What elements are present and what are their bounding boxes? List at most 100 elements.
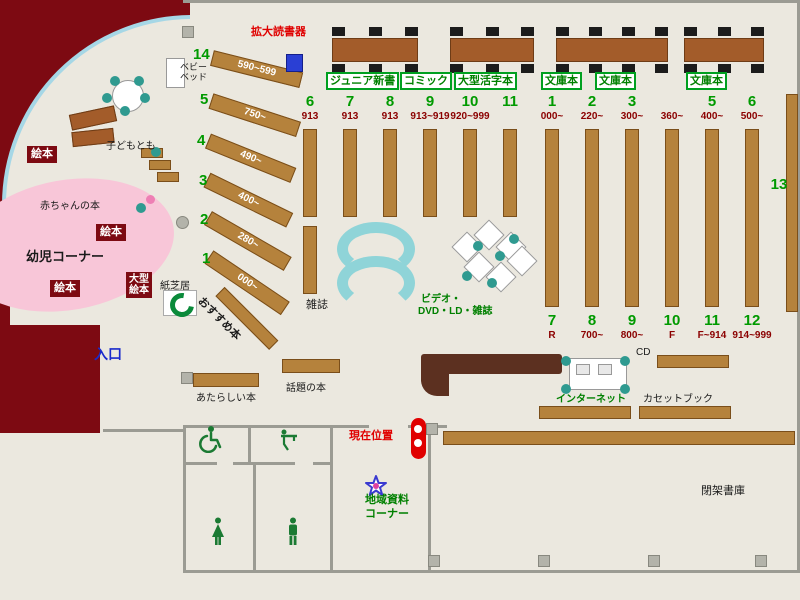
wall-bottom-left-block xyxy=(0,325,100,433)
fiction-number: 6 xyxy=(305,93,315,110)
local-materials-line2: コーナー xyxy=(365,508,409,520)
mens-toilet-icon xyxy=(289,517,297,545)
reading-table xyxy=(332,38,418,62)
chair xyxy=(589,64,602,73)
chair-dot xyxy=(134,76,144,86)
wall xyxy=(248,425,251,465)
fiction-range: 913 xyxy=(341,111,359,122)
womens-toilet-icon xyxy=(212,517,224,545)
wall xyxy=(183,425,333,428)
nonfiction-top-range: 400~ xyxy=(700,111,724,122)
reading-arc-table xyxy=(337,222,415,276)
chair xyxy=(405,27,418,36)
nonfiction-bottom-range: R xyxy=(548,330,556,341)
fiction-range: 913 xyxy=(301,111,319,122)
pillar xyxy=(181,372,193,384)
chair xyxy=(405,64,418,73)
chair xyxy=(521,27,534,36)
current-location-label: 現在位置 xyxy=(349,430,393,442)
pillar xyxy=(538,555,550,567)
fiction-number: 9 xyxy=(425,93,435,110)
fiction-shelf xyxy=(303,129,317,217)
baby-care-icon xyxy=(281,429,297,451)
chair-dot xyxy=(140,93,150,103)
nonfiction-bottom-range: F xyxy=(668,330,676,341)
category-label: 文庫本 xyxy=(595,72,636,90)
pillar xyxy=(182,26,194,38)
nonfiction-top-range: 360~ xyxy=(660,111,684,122)
nonfiction-bottom-number: 11 xyxy=(704,312,720,329)
wall xyxy=(313,462,333,465)
wall xyxy=(183,462,217,465)
chair xyxy=(369,27,382,36)
chair xyxy=(718,64,731,73)
chair xyxy=(556,64,569,73)
fiction-number: 7 xyxy=(345,93,355,110)
chair xyxy=(751,27,764,36)
baby-bed-label: ベビー ベッド xyxy=(180,62,207,82)
nonfiction-top-number: 3 xyxy=(627,93,637,110)
shelf-13-number: 13 xyxy=(770,176,788,193)
entrance-label: 入口 xyxy=(94,346,122,362)
cassette-shelf xyxy=(539,406,631,419)
large-picture-books-line2: 絵本 xyxy=(129,285,149,296)
wall xyxy=(797,0,800,573)
fiction-shelf xyxy=(343,129,357,217)
fiction-shelf xyxy=(383,129,397,217)
current-location-marker-dot xyxy=(414,425,422,433)
pillar xyxy=(426,423,438,435)
baby-books-label: 赤ちゃんの本 xyxy=(40,201,100,212)
new-books-label: あたらしい本 xyxy=(196,393,256,404)
fiction-range: 913 xyxy=(381,111,399,122)
diagonal-shelf-number: 2 xyxy=(200,211,209,228)
service-counter xyxy=(421,354,449,396)
wall xyxy=(431,425,447,428)
chair xyxy=(684,27,697,36)
category-label: 文庫本 xyxy=(541,72,582,90)
kids-step xyxy=(149,160,171,170)
pillar xyxy=(428,555,440,567)
long-wall-shelf xyxy=(443,431,795,445)
cd-shelf xyxy=(657,355,729,368)
picture-books-shelf-label: 絵本 xyxy=(27,146,57,163)
chair xyxy=(655,27,668,36)
chair xyxy=(486,27,499,36)
chair-dot xyxy=(102,93,112,103)
nonfiction-top-number: 5 xyxy=(707,93,717,110)
topic-books-label: 話題の本 xyxy=(286,383,326,394)
nonfiction-top-number: 1 xyxy=(547,93,557,110)
chair xyxy=(589,27,602,36)
internet-pc xyxy=(576,364,590,375)
nonfiction-top-shelf xyxy=(625,129,639,307)
nonfiction-bottom-number: 8 xyxy=(587,312,597,329)
chair-dot xyxy=(561,356,571,366)
picture-books-shelf-label: 絵本 xyxy=(96,224,126,241)
chair xyxy=(684,64,697,73)
video-corner-label-line2: DVD・LD・雑誌 xyxy=(418,306,493,317)
kids-step xyxy=(157,172,179,182)
chair-dot xyxy=(151,147,161,157)
wall xyxy=(253,465,256,570)
fiction-number: 10 xyxy=(461,93,479,110)
wall xyxy=(330,425,333,573)
category-label: コミック xyxy=(400,72,452,90)
pillar xyxy=(176,216,189,229)
category-label: ジュニア新書 xyxy=(326,72,400,90)
pillar xyxy=(648,555,660,567)
nonfiction-bottom-number: 7 xyxy=(547,312,557,329)
nonfiction-bottom-number: 12 xyxy=(743,312,761,329)
local-materials-label: 地域資料 コーナー xyxy=(347,493,427,521)
nonfiction-top-shelf xyxy=(585,129,599,307)
diagonal-shelf: 490~ xyxy=(205,133,297,183)
nonfiction-bottom-range: 700~ xyxy=(580,330,604,341)
nonfiction-top-shelf xyxy=(745,129,759,307)
fiction-range: 920~999 xyxy=(450,111,490,122)
chair-dot xyxy=(495,251,505,261)
shelf-13 xyxy=(786,94,798,312)
chair xyxy=(332,64,345,73)
reading-table xyxy=(556,38,668,62)
nonfiction-top-shelf xyxy=(705,129,719,307)
nonfiction-bottom-range: 914~999 xyxy=(732,330,772,341)
chair xyxy=(450,27,463,36)
chair-dot xyxy=(110,76,120,86)
